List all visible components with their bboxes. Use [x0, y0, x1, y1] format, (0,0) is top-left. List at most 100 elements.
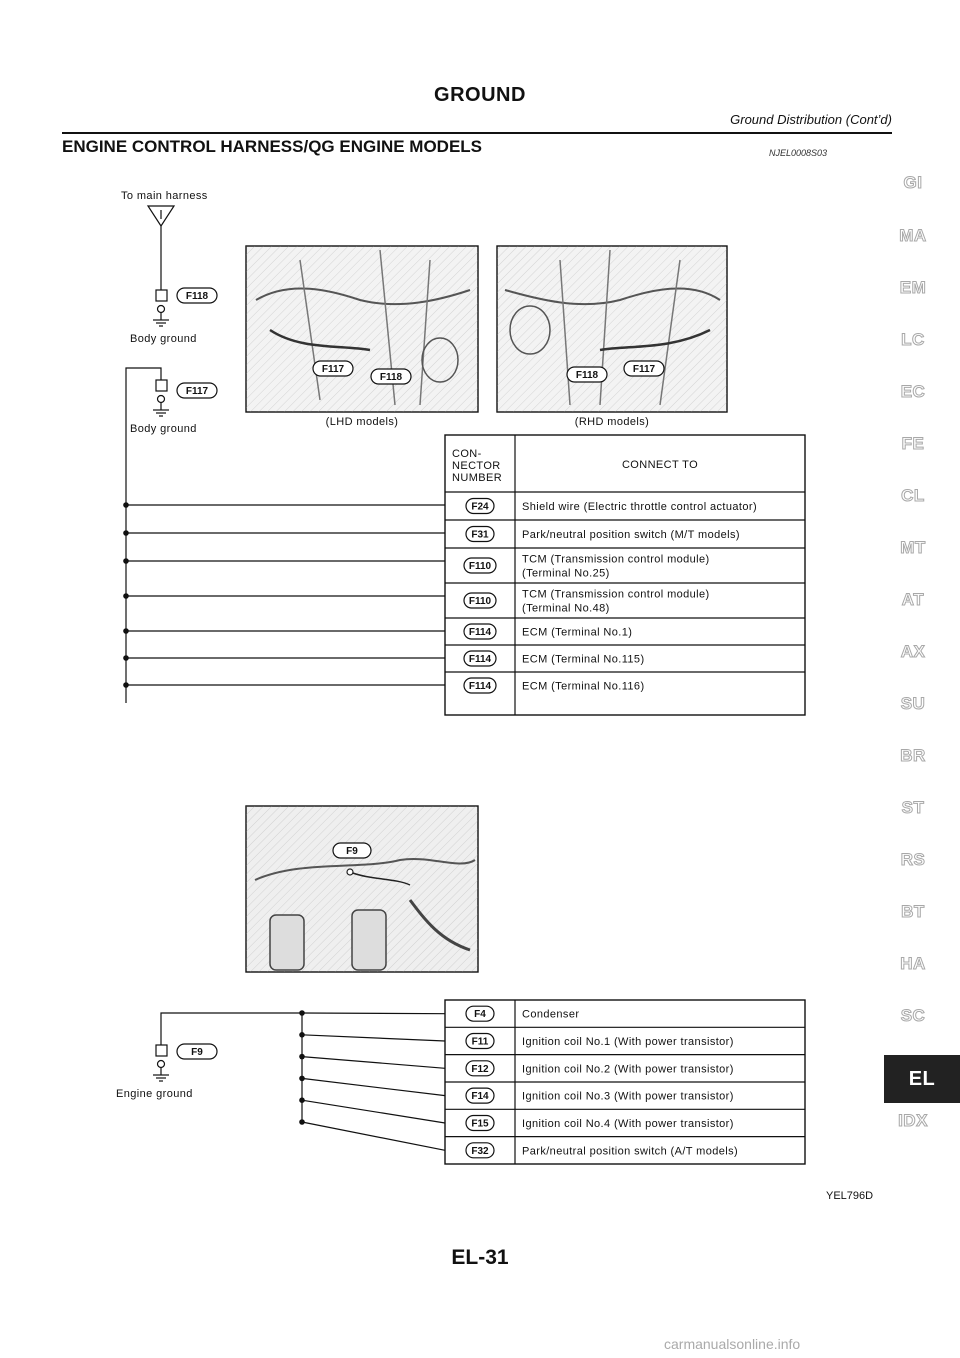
- bottom-wire-1: [301, 1034, 446, 1042]
- photo-tag-f9: F9: [346, 846, 358, 857]
- top-connector-label-3: F110: [469, 596, 492, 607]
- bottom-junction-dot-1: [299, 1032, 305, 1038]
- side-tab-st[interactable]: ST: [901, 798, 925, 818]
- bottom-connector-label-3: F14: [471, 1091, 489, 1102]
- ground-symbol-icon: [153, 1074, 169, 1082]
- side-tab-ec[interactable]: EC: [900, 382, 926, 402]
- f117-connector-label: F117: [186, 386, 209, 397]
- top-junction-dot-6: [123, 682, 129, 688]
- top-connector-label-5: F114: [469, 654, 492, 665]
- bottom-connector-label-5: F32: [471, 1146, 489, 1157]
- top-connector-badge-6: [463, 677, 497, 694]
- lhd-tag-f117: F117: [322, 364, 345, 375]
- page-header-subtitle: Ground Distribution (Cont’d): [730, 112, 892, 127]
- bottom-row-text-4: Ignition coil No.4 (With power transisto…: [522, 1118, 734, 1130]
- table-header-connector-1: CON-: [452, 448, 482, 460]
- bottom-connector-badge-5: [465, 1142, 495, 1159]
- side-tab-sc[interactable]: SC: [900, 1006, 926, 1026]
- top-row-text-3-1: (Terminal No.48): [522, 603, 610, 615]
- top-row-text-0-0: Shield wire (Electric throttle control a…: [522, 501, 757, 513]
- ground-symbol-icon: [153, 409, 169, 417]
- bottom-junction-dot-2: [299, 1053, 305, 1060]
- side-tab-gi[interactable]: GI: [903, 173, 923, 193]
- header-rule: [62, 132, 892, 134]
- side-tab-su[interactable]: SU: [900, 694, 926, 714]
- top-connector-badge-4: [463, 623, 497, 640]
- top-connector-label-6: F114: [469, 681, 492, 692]
- bottom-connector-label-0: F4: [474, 1009, 486, 1020]
- top-connector-badge-2: [463, 557, 497, 574]
- side-tab-idx[interactable]: IDX: [898, 1111, 928, 1131]
- to-main-harness-group: To main harness F118 Body ground: [121, 190, 218, 345]
- page-number: EL-31: [451, 1246, 509, 1269]
- top-connector-badge-1: [465, 525, 495, 543]
- side-tab-at[interactable]: AT: [901, 590, 925, 610]
- side-tab-el[interactable]: EL: [884, 1055, 960, 1103]
- side-tab-ma[interactable]: MA: [899, 226, 927, 246]
- lhd-caption: (LHD models): [326, 416, 399, 428]
- side-tab-cl[interactable]: CL: [901, 486, 925, 506]
- figure-code: YEL796D: [826, 1190, 874, 1202]
- section-code: NJEL0008S03: [769, 148, 828, 158]
- top-junction-dot-1: [123, 530, 129, 536]
- side-tab-br[interactable]: BR: [900, 746, 926, 766]
- bottom-row-text-5: Park/neutral position switch (A/T models…: [522, 1145, 738, 1157]
- top-connector-badge-3: [463, 592, 497, 609]
- f118-connector-badge: [176, 287, 218, 304]
- body-ground-label-1: Body ground: [130, 333, 197, 345]
- side-tab-mt[interactable]: MT: [900, 538, 926, 558]
- bottom-row-text-3: Ignition coil No.3 (With power transisto…: [522, 1091, 734, 1103]
- bottom-wire-5: [301, 1121, 446, 1151]
- top-row-text-2-0: TCM (Transmission control module): [522, 554, 710, 566]
- f9-connector-icon: [155, 1044, 168, 1057]
- side-tab-bt[interactable]: BT: [901, 902, 925, 922]
- watermark: carmanualsonline.info: [664, 1336, 801, 1352]
- top-junction-dot-0: [123, 502, 129, 508]
- side-tab-lc[interactable]: LC: [901, 330, 925, 350]
- bottom-junction-dot-0: [299, 1010, 305, 1016]
- top-junction-dot-4: [123, 628, 129, 634]
- bottom-junction-dot-5: [299, 1119, 305, 1125]
- rhd-tag-f117: F117: [633, 364, 656, 375]
- side-tab-em[interactable]: EM: [899, 278, 927, 298]
- side-tab-fe[interactable]: FE: [901, 434, 925, 454]
- table-header-connector-2: NECTOR: [452, 460, 501, 472]
- bottom-connector-badge-4: [465, 1114, 495, 1132]
- bottom-connector-label-4: F15: [471, 1118, 489, 1129]
- bottom-junction-dot-3: [299, 1075, 305, 1082]
- bottom-wire-3: [301, 1077, 446, 1097]
- top-row-text-3-0: TCM (Transmission control module): [522, 589, 710, 601]
- side-tab-ha[interactable]: HA: [900, 954, 926, 974]
- top-row-text-5-0: ECM (Terminal No.115): [522, 654, 645, 666]
- rhd-tag-f118: F118: [576, 370, 599, 381]
- photo-rhd: F118 F117 (RHD models): [496, 245, 728, 428]
- bottom-connector-badge-0: [465, 1005, 495, 1022]
- top-connector-label-4: F114: [469, 627, 492, 638]
- photo-f9: F9: [245, 805, 479, 973]
- page-header-title: GROUND: [434, 84, 526, 106]
- top-row-text-1-0: Park/neutral position switch (M/T models…: [522, 529, 740, 541]
- f117-connector-icon: [155, 379, 168, 392]
- to-main-harness-label: To main harness: [121, 190, 208, 202]
- bottom-row-text-1: Ignition coil No.1 (With power transisto…: [522, 1036, 734, 1048]
- top-row-text-2-1: (Terminal No.25): [522, 568, 610, 580]
- bottom-wire-4: [301, 1099, 446, 1124]
- side-tab-ax[interactable]: AX: [900, 642, 926, 662]
- table-header-connect-to: CONNECT TO: [622, 459, 698, 471]
- f9-ground-group: F9 Engine ground: [116, 1012, 303, 1122]
- f9-connector-badge: [176, 1043, 218, 1060]
- bottom-connector-badge-2: [465, 1060, 495, 1077]
- side-tab-rs[interactable]: RS: [900, 850, 926, 870]
- bottom-wire-2: [301, 1056, 446, 1069]
- f117-connector-badge: [176, 382, 218, 399]
- bottom-connector-label-2: F12: [471, 1064, 489, 1075]
- lhd-tag-f118: F118: [380, 372, 403, 383]
- bottom-connector-badge-1: [465, 1032, 495, 1050]
- top-connector-badge-0: [465, 497, 495, 515]
- rhd-caption: (RHD models): [575, 416, 649, 428]
- top-connector-badge-5: [463, 650, 497, 667]
- engine-ground-label: Engine ground: [116, 1088, 193, 1100]
- bottom-row-text-2: Ignition coil No.2 (With power transisto…: [522, 1063, 734, 1075]
